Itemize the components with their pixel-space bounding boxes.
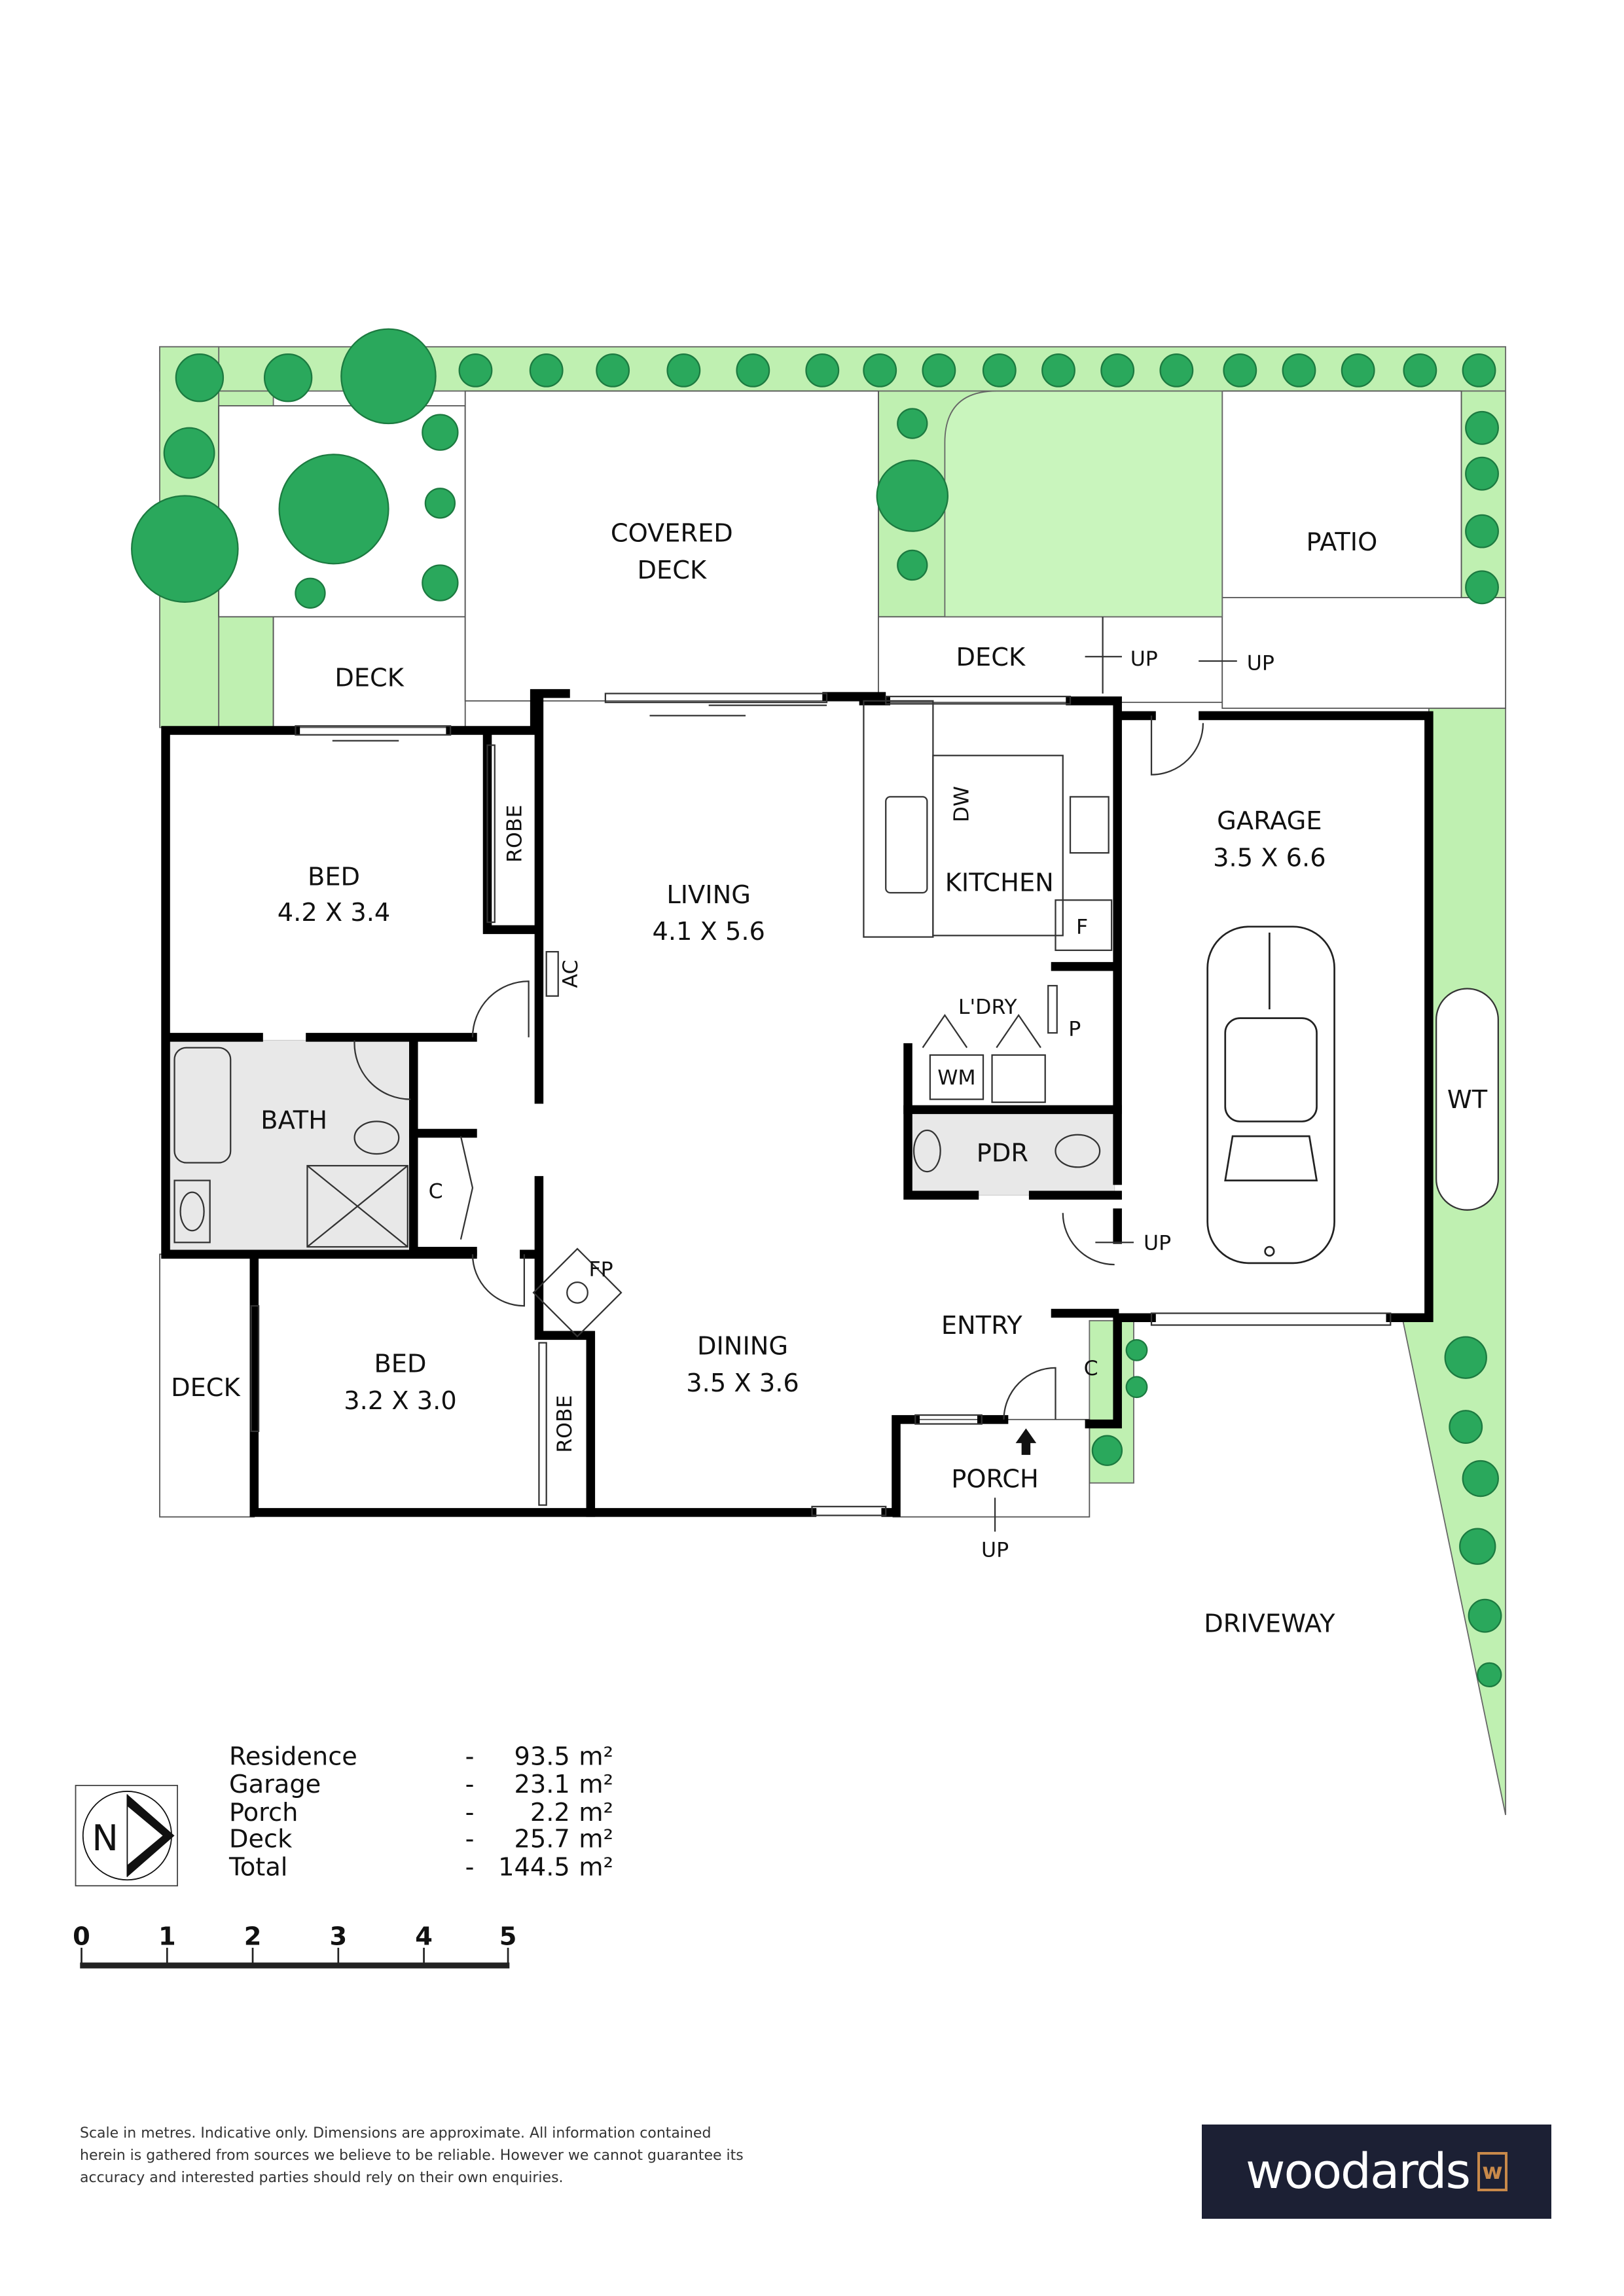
svg-text:m²: m² <box>579 1825 613 1854</box>
area-table: Residence - 93.5 m² Garage - 23.1 m² Porch - … <box>228 1742 613 1882</box>
area-row: Deck - 25.7 m² <box>229 1825 613 1854</box>
deck-label-left: DECK <box>171 1373 240 1403</box>
bath-label: BATH <box>261 1106 327 1136</box>
svg-text:-: - <box>465 1770 475 1799</box>
garage-label: GARAGE <box>1217 806 1322 836</box>
doors-windows <box>173 656 1392 1532</box>
dining-size: 3.5 X 3.6 <box>686 1369 799 1398</box>
north-compass: N <box>75 1785 178 1887</box>
fridge-label: F <box>1076 916 1088 939</box>
area-row: Garage - 23.1 m² <box>229 1770 613 1799</box>
disclaimer-line: herein is gathered from sources we belie… <box>80 2147 744 2164</box>
water-tank <box>1435 988 1499 1211</box>
svg-text:m²: m² <box>579 1852 613 1882</box>
laundry-label: L'DRY <box>958 996 1017 1019</box>
paved-areas <box>159 390 1507 1518</box>
bed1-label: BED <box>308 863 360 892</box>
scale-tick-label: 5 <box>499 1922 517 1951</box>
pantry-label: P <box>1068 1018 1081 1041</box>
scale-bar: 0 1 2 3 4 5 <box>73 1922 517 1969</box>
svg-text:-: - <box>465 1825 475 1854</box>
scale-tick-label: 0 <box>73 1922 90 1951</box>
dining-label: DINING <box>697 1332 788 1361</box>
trees <box>131 328 1502 1688</box>
svg-text:23.1: 23.1 <box>514 1770 569 1799</box>
ac-label: AC <box>559 960 583 988</box>
up-label-3: UP <box>1144 1232 1171 1255</box>
car-icon <box>1206 925 1335 1265</box>
entry-arrow-icon <box>1015 1428 1037 1455</box>
living-label: LIVING <box>666 880 751 910</box>
disclaimer-line: Scale in metres. Indicative only. Dimens… <box>80 2125 712 2142</box>
svg-text:Total: Total <box>228 1852 287 1882</box>
kitchen-label: KITCHEN <box>945 869 1054 898</box>
walls <box>161 689 1434 1517</box>
svg-text:25.7: 25.7 <box>514 1825 569 1854</box>
north-label: N <box>92 1818 118 1859</box>
patio-label: PATIO <box>1306 528 1377 557</box>
area-row: Total - 144.5 m² <box>228 1852 613 1882</box>
svg-text:m²: m² <box>579 1742 613 1771</box>
disclaimer: Scale in metres. Indicative only. Dimens… <box>80 2123 865 2189</box>
svg-text:Deck: Deck <box>229 1825 293 1854</box>
up-label-2: UP <box>1247 652 1274 675</box>
area-row: Residence - 93.5 m² <box>229 1742 613 1771</box>
up-label-4: UP <box>981 1538 1009 1562</box>
deck-label-top: DECK <box>956 643 1025 672</box>
driveway-label: DRIVEWAY <box>1204 1609 1335 1638</box>
entry-label: ENTRY <box>941 1311 1022 1340</box>
fp-label: FP <box>589 1258 613 1282</box>
living-size: 4.1 X 5.6 <box>652 917 765 946</box>
logo-text: woodards <box>1245 2144 1471 2200</box>
up-label-1: UP <box>1130 647 1158 671</box>
pdr-label: PDR <box>977 1138 1028 1168</box>
robe2-label: ROBE <box>553 1395 577 1452</box>
svg-text:-: - <box>465 1742 475 1771</box>
covered-deck-label-2: DECK <box>638 556 707 585</box>
dw-label: DW <box>950 786 973 822</box>
svg-text:m²: m² <box>579 1798 613 1827</box>
bed2-size: 3.2 X 3.0 <box>344 1386 456 1416</box>
scale-tick-label: 3 <box>329 1922 347 1951</box>
bed2-label: BED <box>374 1350 426 1379</box>
svg-text:Garage: Garage <box>229 1770 321 1799</box>
scale-tick-label: 2 <box>244 1922 262 1951</box>
covered-deck-label: COVERED <box>611 518 733 548</box>
area-row: Porch - 2.2 m² <box>229 1798 613 1827</box>
disclaimer-line: accuracy and interested parties should r… <box>80 2170 564 2186</box>
scale-tick-label: 4 <box>415 1922 433 1951</box>
porch-label: PORCH <box>951 1465 1039 1494</box>
svg-text:m²: m² <box>579 1770 613 1799</box>
garage-size: 3.5 X 6.6 <box>1213 843 1326 872</box>
bed1-size: 4.2 X 3.4 <box>278 898 390 927</box>
svg-text:2.2: 2.2 <box>530 1798 570 1827</box>
svg-text:144.5: 144.5 <box>498 1852 570 1882</box>
robe1-label: ROBE <box>503 805 526 863</box>
wm-label: WM <box>937 1066 975 1090</box>
svg-text:93.5: 93.5 <box>514 1742 569 1771</box>
svg-text:-: - <box>465 1852 475 1882</box>
closet1-label: C <box>429 1180 443 1204</box>
wt-label: WT <box>1447 1085 1488 1115</box>
garden-bed <box>944 390 1223 618</box>
deck-label-top-left: DECK <box>334 663 404 692</box>
svg-text:Porch: Porch <box>229 1798 298 1827</box>
closet2-label: C <box>1084 1357 1098 1380</box>
scale-tick-label: 1 <box>158 1922 176 1951</box>
logo-mark-icon: w <box>1477 2152 1508 2191</box>
woodards-logo: woodards w <box>1202 2125 1551 2219</box>
svg-text:Residence: Residence <box>229 1742 357 1771</box>
svg-text:-: - <box>465 1798 475 1827</box>
